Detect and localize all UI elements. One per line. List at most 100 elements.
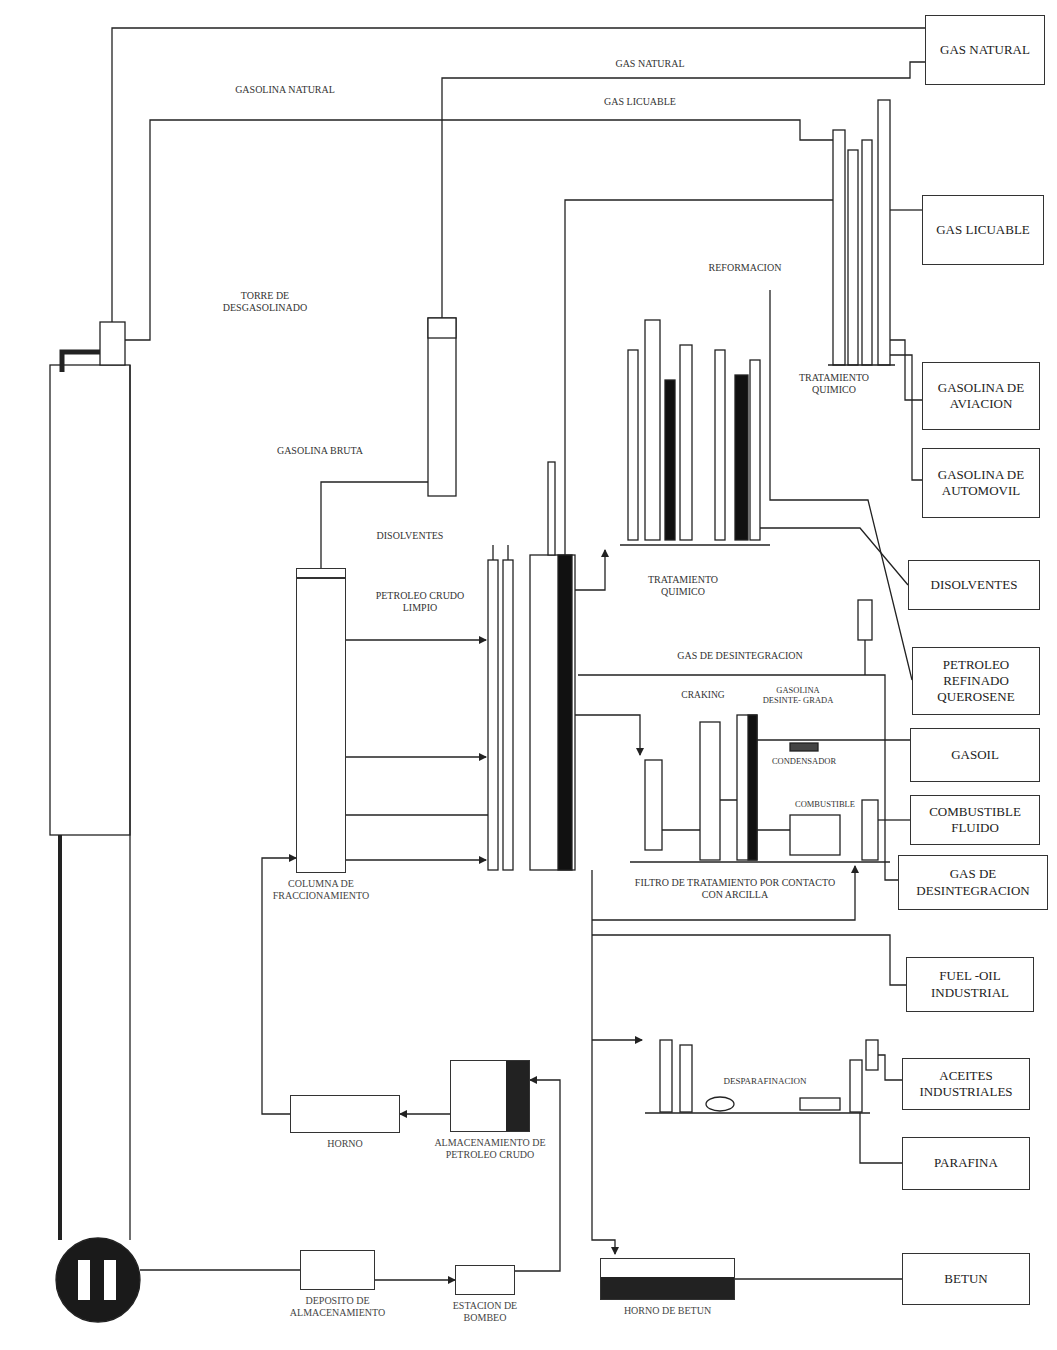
pipe-line <box>578 675 898 880</box>
product-box: ACEITES INDUSTRIALES <box>902 1058 1030 1110</box>
condenser <box>790 743 818 751</box>
pipe-arrow <box>346 639 486 640</box>
product-name: DISOLVENTES <box>931 577 1018 593</box>
product-name: PARAFINA <box>934 1155 998 1171</box>
unit-label: REFORMACION <box>690 262 800 274</box>
pipe-line <box>890 340 922 400</box>
unit-label: TRATAMIENTO QUIMICO <box>628 574 738 597</box>
dewax-tower <box>850 1060 862 1112</box>
product-box: FUEL -OIL INDUSTRIAL <box>906 957 1034 1012</box>
cracking-tower <box>700 722 720 860</box>
pipe-arrow <box>592 870 615 1254</box>
equipment-unit: ESTACION DE BOMBEO <box>455 1265 515 1295</box>
unit-label: CONDENSADOR <box>763 757 845 767</box>
cracking-tower <box>645 760 662 850</box>
pipe-arrow <box>592 1039 642 1040</box>
unit-label: DISOLVENTES <box>355 530 465 542</box>
product-name: BETUN <box>944 1271 987 1287</box>
tower-shade <box>748 715 757 860</box>
equipment-unit: HORNO DE BETUN <box>600 1258 735 1300</box>
equipment-name: DEPOSITO DE ALMACENAMIENTO <box>278 1295 398 1318</box>
equipment-name: ESTACION DE BOMBEO <box>440 1300 530 1323</box>
pipe-line <box>112 28 925 322</box>
treatment-tower <box>848 150 858 365</box>
base-line <box>620 544 770 545</box>
product-box: PETROLEO REFINADO QUEROSENE <box>912 647 1040 715</box>
unit-label: TORRE DE DESGASOLINADO <box>205 290 325 313</box>
pump <box>706 1097 734 1111</box>
unit-label: CRAKING <box>668 690 738 701</box>
unit-label: TRATAMIENTO QUIMICO <box>788 372 880 395</box>
reformer-tower <box>680 345 692 540</box>
product-box: GAS NATURAL <box>925 15 1045 85</box>
pipe-arrow <box>575 550 605 590</box>
tower-shade <box>558 555 572 870</box>
small-tower <box>862 800 878 860</box>
pipe-line <box>662 800 790 830</box>
product-name: COMBUSTIBLE FLUIDO <box>916 804 1034 837</box>
equipment-name: HORNO <box>305 1138 385 1150</box>
product-box: COMBUSTIBLE FLUIDO <box>910 795 1040 845</box>
thin-tower <box>488 560 498 870</box>
reformer-tower <box>735 375 748 540</box>
unit-label: DESPARAFINACION <box>705 1076 825 1086</box>
treatment-tower <box>878 100 890 365</box>
pipe-line <box>760 528 908 585</box>
equipment-unit: COLUMNA DE FRACCIONAMIENTO <box>296 568 346 873</box>
pipe-line <box>125 120 833 340</box>
thin-tower <box>503 560 513 870</box>
reformer-tower <box>750 360 760 540</box>
product-name: ACEITES INDUSTRIALES <box>908 1068 1024 1101</box>
equipment-name: HORNO DE BETUN <box>608 1305 728 1317</box>
cracking-tower <box>737 715 757 860</box>
pipe-line <box>890 209 922 210</box>
well-mark <box>104 1260 116 1300</box>
equipment-name: ALMACENAMIENTO DE PETROLEO CRUDO <box>425 1137 555 1160</box>
pipe-line <box>346 814 488 815</box>
product-name: GAS NATURAL <box>940 42 1030 58</box>
pipe-stub <box>493 545 508 560</box>
unit-label: GASOLINA BRUTA <box>250 445 390 457</box>
product-name: FUEL -OIL INDUSTRIAL <box>912 968 1028 1001</box>
treatment-tower <box>833 130 845 365</box>
unit-label: PETROLEO CRUDO LIMPIO <box>365 590 475 613</box>
pipe-line <box>321 482 428 568</box>
unit-label: GASOLINA DESINTE- GRADA <box>760 686 836 706</box>
base-line <box>630 861 890 862</box>
product-box: GAS LICUABLE <box>922 195 1044 265</box>
product-name: GASOLINA DE AUTOMOVIL <box>928 467 1034 500</box>
flow-connector <box>375 1279 455 1280</box>
flow-connector <box>735 1278 902 1279</box>
unit-label: FILTRO DE TRATAMIENTO POR CONTACTO CON A… <box>625 877 845 900</box>
vent-pipe <box>548 462 555 555</box>
derrick-tower <box>50 365 130 835</box>
well-mark <box>78 1260 90 1300</box>
bent-pipe <box>62 352 100 372</box>
reformer-tower <box>645 320 660 540</box>
unit-label: COMBUSTIBLE <box>790 800 860 810</box>
filter-unit <box>800 1098 840 1110</box>
tower-cap <box>100 322 125 365</box>
product-box: GASOLINA DE AUTOMOVIL <box>922 448 1040 518</box>
product-name: GAS LICUABLE <box>936 222 1030 238</box>
well-head <box>56 1238 140 1322</box>
base-line <box>828 364 895 365</box>
pipe-line <box>860 1113 902 1163</box>
dewax-tower <box>866 1040 878 1070</box>
reformer-tower <box>715 350 725 540</box>
unit-label: GAS NATURAL <box>595 58 705 70</box>
well-pipe <box>58 835 62 1240</box>
pipe-arrow <box>592 866 855 920</box>
base-line <box>645 1112 870 1113</box>
pipe-line <box>878 1055 902 1080</box>
product-name: GAS DE DESINTEGRACION <box>904 866 1042 899</box>
pipe-line <box>890 355 922 480</box>
pipe-line <box>592 935 906 985</box>
pipe-line <box>878 819 910 820</box>
pipe-line <box>140 1269 300 1270</box>
product-box: PARAFINA <box>902 1137 1030 1190</box>
small-tower <box>858 600 872 640</box>
product-box: DISOLVENTES <box>908 560 1040 610</box>
unit-label: GASOLINA NATURAL <box>205 84 365 96</box>
